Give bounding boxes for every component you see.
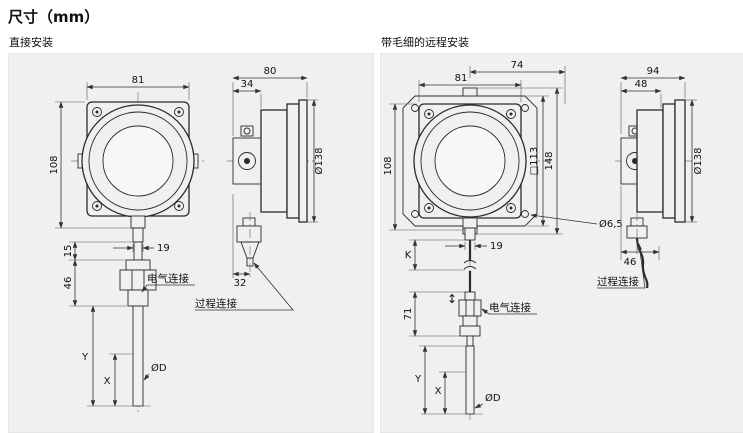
dim-x: X [435,386,442,397]
dim-dial-diameter: Ø138 [313,148,325,175]
electrical-connection-label: 电气连接 [147,272,189,285]
dim-stem-diameter: ØD [485,392,501,404]
page-title: 尺寸（mm） [8,8,100,26]
dim-depth: 94 [647,66,660,77]
stem [465,345,475,415]
mounting-hole [411,210,419,218]
dim-15: 15 [63,245,74,258]
dim-width: 81 [455,73,468,84]
dim-x: X [104,376,111,387]
direct-mount-section: 直接安装 [8,34,374,433]
direct-mount-label: 直接安装 [9,36,53,49]
dim-k: K [405,250,412,261]
direct-mount-drawing: 81 108 19 15 [49,66,325,412]
process-connection-label: 过程连接 [195,297,237,310]
dim-neck: 19 [490,241,503,252]
dim-74: 74 [511,60,524,71]
dim-34: 34 [241,79,254,90]
dim-width: 81 [132,75,145,86]
connection-head-hex [458,299,482,317]
adjustable-arrow: ↕ [447,292,457,306]
dim-y: Y [81,352,89,363]
gauge-front-view [402,87,549,422]
dim-dial-diameter: Ø138 [692,148,704,175]
gauge-side-view [227,99,315,278]
remote-mount-section: 带毛细的远程安装 [380,34,743,433]
gauge-side-dimensions: 94 48 Ø138 46 过程连接 [597,66,704,289]
dim-stem-diameter: ØD [151,362,167,374]
dim-height: 108 [383,156,394,175]
dim-depth: 80 [264,66,277,77]
stem [132,305,144,407]
remote-mount-drawing: 81 74 108 □113 [383,60,704,422]
remote-mount-panel: 81 74 108 □113 [380,53,743,433]
dim-y: Y [414,374,422,385]
dim-71: 71 [403,308,414,321]
dim-hole-diameter: Ø6,5 [599,218,623,230]
dim-neck: 19 [157,243,170,254]
gauge-front-view [71,92,207,412]
capillary-break [463,266,477,270]
mounting-hole [411,104,419,112]
gauge-front-dimensions: 81 108 19 15 [49,75,294,407]
dim-48: 48 [635,79,648,90]
electrical-connection-label: 电气连接 [489,301,531,314]
gauge-side-view [615,99,693,289]
capillary-break [463,260,477,264]
dim-height: 108 [49,155,60,174]
direct-mount-panel: 81 108 19 15 [8,53,374,433]
gauge-side-dimensions: 80 34 Ø138 32 [232,66,325,289]
dim-46: 46 [624,257,637,268]
mounting-hole [521,104,529,112]
mounting-hole [521,210,529,218]
gauge-front-dimensions: 81 74 108 □113 [383,60,623,415]
dim-square-113: □113 [529,147,540,176]
remote-mount-label: 带毛细的远程安装 [381,36,469,49]
process-connection-label: 过程连接 [597,275,639,288]
dim-32: 32 [234,278,247,289]
panels-row: 直接安装 [8,34,743,433]
dim-148: 148 [544,151,555,170]
dim-46: 46 [63,277,74,290]
